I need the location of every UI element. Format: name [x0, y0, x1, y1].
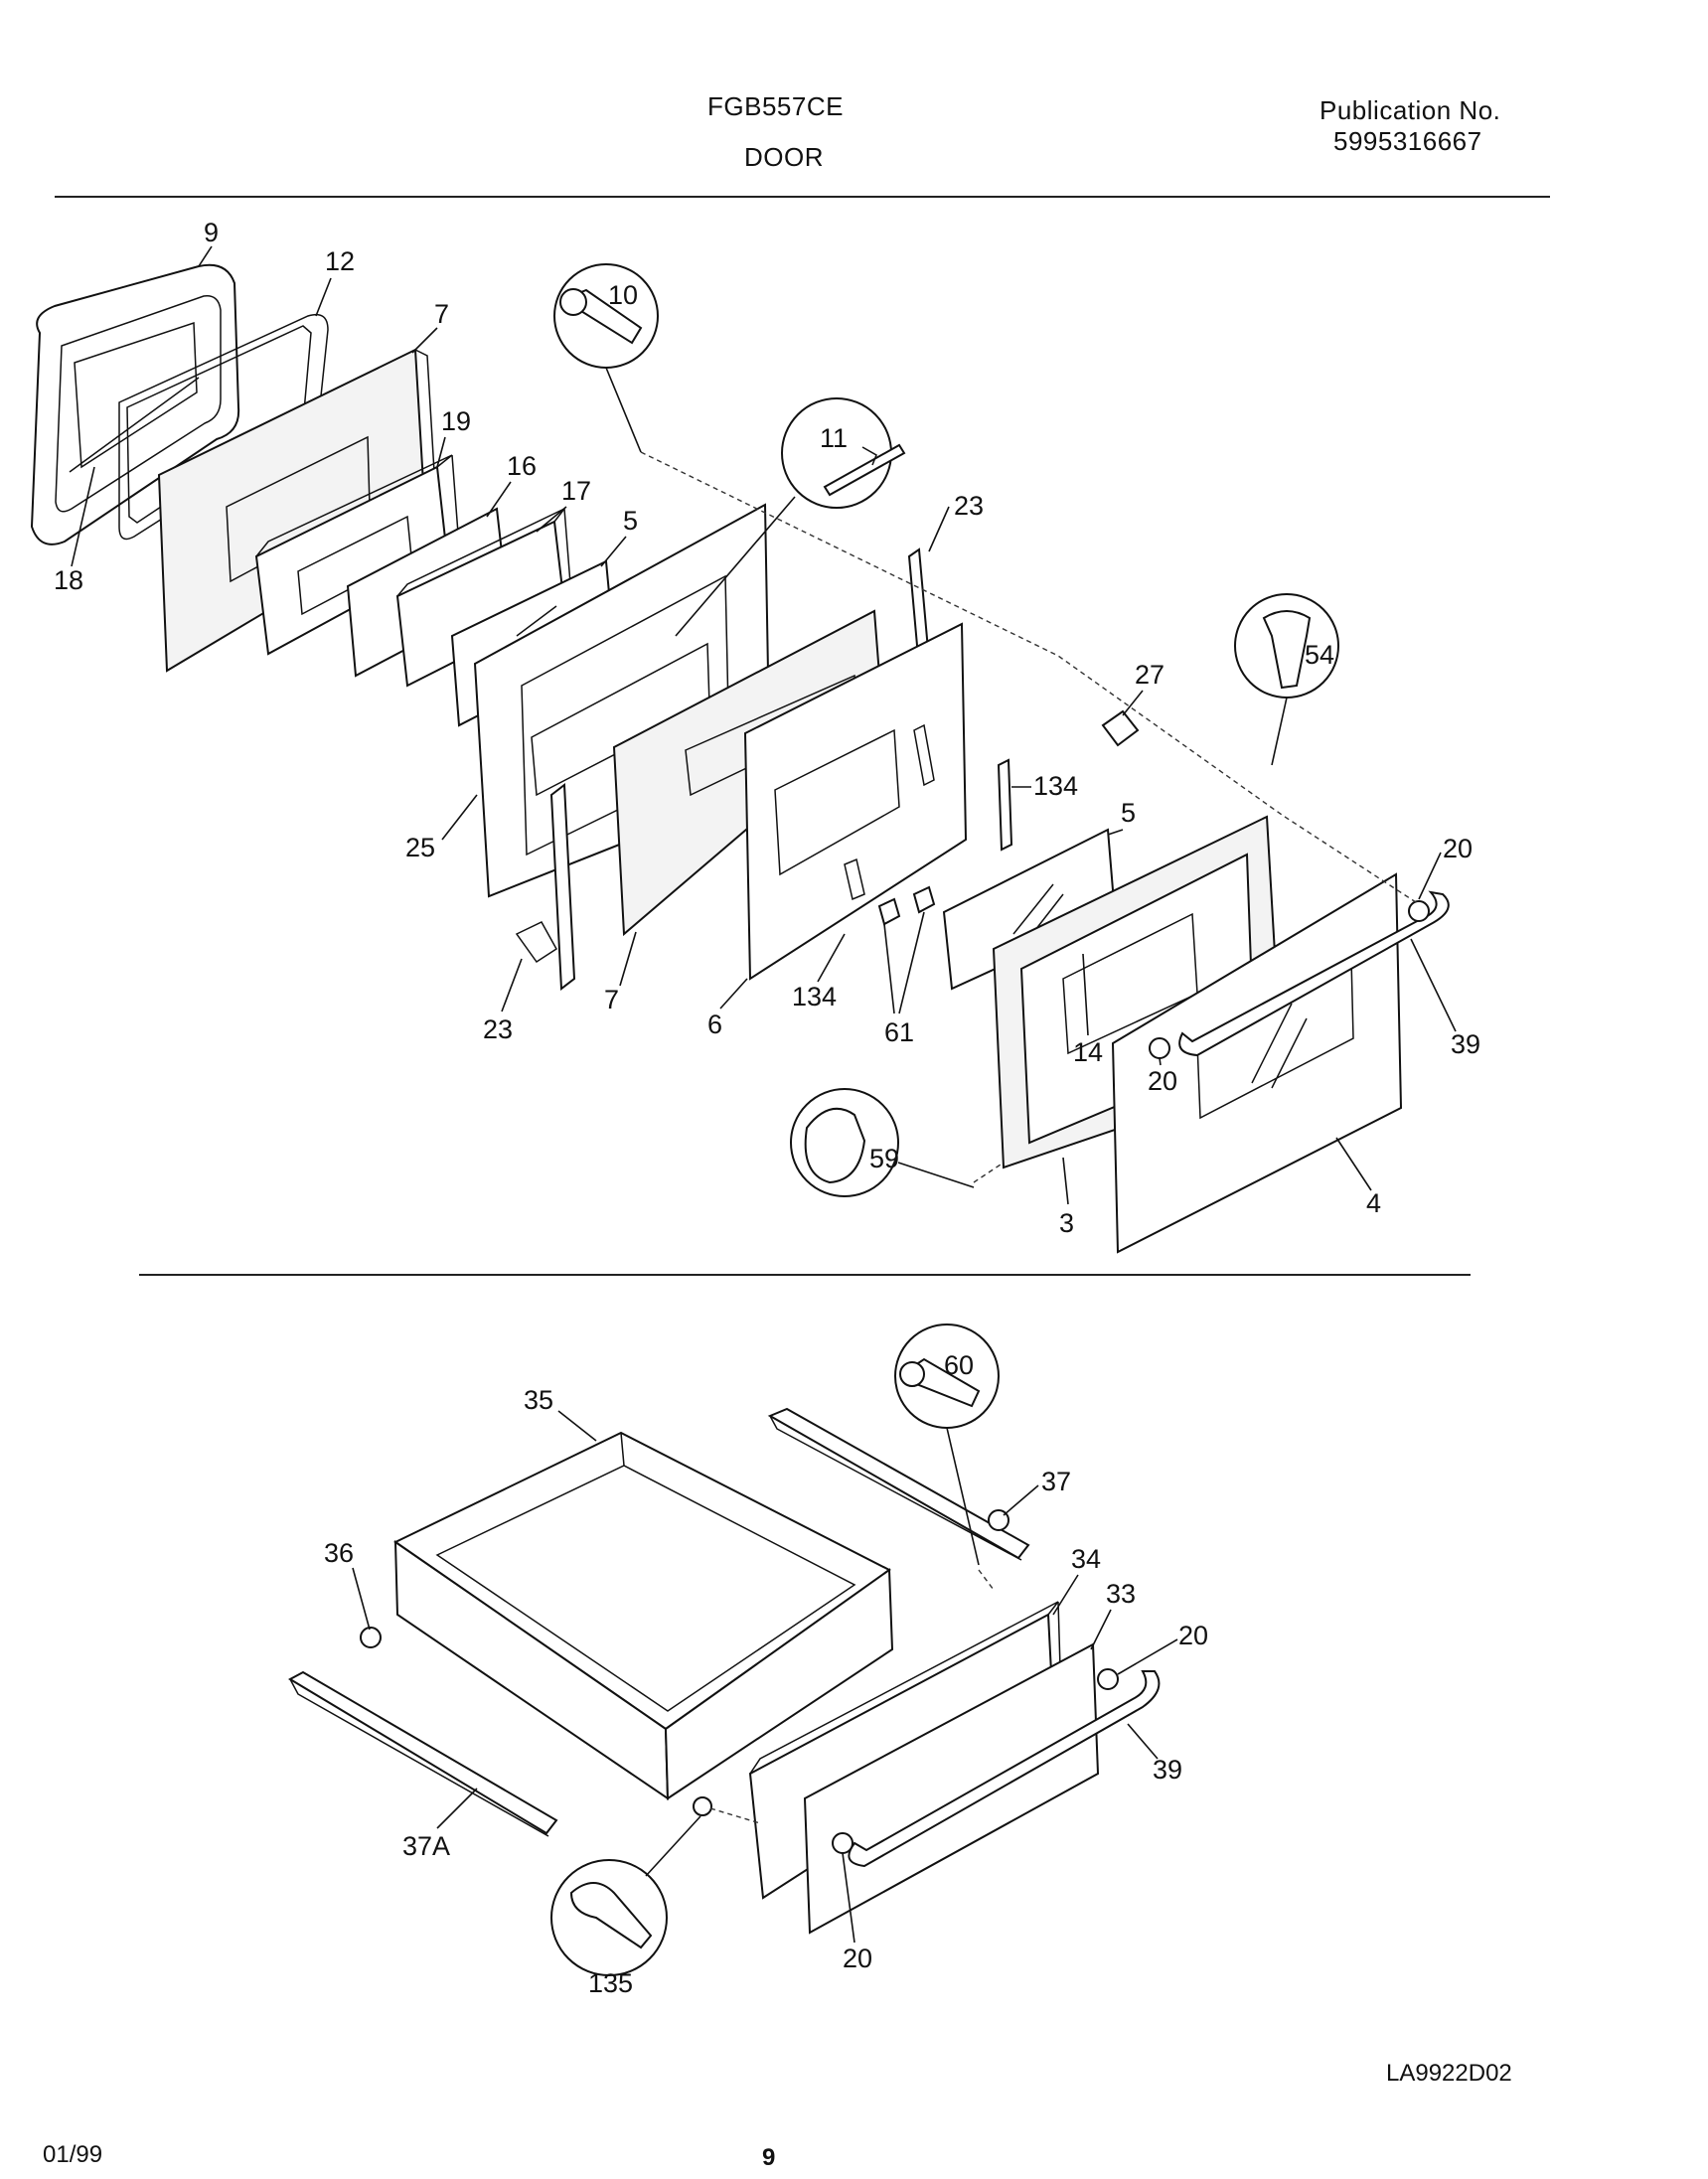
- callout-20-mid: 20: [1148, 1066, 1177, 1096]
- drawer-handle: [848, 1670, 1161, 1868]
- bracket-134: [997, 758, 1013, 852]
- callout-20-drawer-left: 20: [843, 1944, 872, 1973]
- callout-59: 59: [869, 1144, 899, 1173]
- detail-screw-60: [894, 1323, 1000, 1566]
- detail-bracket-11: [675, 397, 906, 637]
- section-title: DOOR: [744, 142, 824, 172]
- handle-endcap-right: [1408, 900, 1430, 922]
- callout-19: 19: [441, 406, 471, 436]
- oven-door-assembly: [30, 263, 1450, 1254]
- callout-35: 35: [524, 1385, 553, 1415]
- callout-12: 12: [325, 246, 355, 276]
- drawer-front-outer: [803, 1642, 1100, 1935]
- callout-60: 60: [944, 1350, 974, 1380]
- callout-39-top: 39: [1451, 1029, 1480, 1059]
- detail-screw-54: [1234, 593, 1339, 766]
- callout-10: 10: [608, 280, 638, 310]
- callout-23-right: 23: [954, 491, 984, 521]
- spacer-61b: [912, 885, 936, 914]
- callout-6: 6: [707, 1010, 722, 1039]
- drawer-slide-right: [767, 1407, 1030, 1560]
- publication-label: Publication No.: [1320, 95, 1501, 125]
- spacer-27: [1101, 709, 1140, 747]
- bumper-135-small: [693, 1796, 712, 1816]
- callout-27: 27: [1135, 660, 1165, 690]
- revision-date: 01/99: [43, 2141, 103, 2168]
- callout-134-top: 134: [1033, 771, 1078, 801]
- upper-callouts: 9 12 7 19 16 17 5 18 10 11 23 27 54 134 …: [54, 218, 1480, 1238]
- drawer-wheel: [360, 1627, 382, 1648]
- callout-18: 18: [54, 565, 83, 595]
- header-divider: [55, 196, 1550, 198]
- page-number: 9: [762, 2144, 776, 2171]
- drawer-handle-endcap-left: [832, 1832, 854, 1854]
- hinge-left: [549, 783, 576, 991]
- callout-34: 34: [1071, 1544, 1101, 1574]
- callout-4: 4: [1366, 1188, 1381, 1218]
- callout-37a: 37A: [402, 1831, 450, 1861]
- callout-5-front: 5: [1121, 798, 1136, 828]
- detail-screw-10: [553, 263, 659, 453]
- drawer-assembly: [287, 1323, 1161, 1976]
- detail-bumper-59: [790, 1088, 975, 1197]
- inner-door-panel: [743, 622, 968, 981]
- callout-33: 33: [1106, 1579, 1136, 1609]
- callout-5-rear: 5: [623, 506, 638, 536]
- callout-7-rear: 7: [434, 299, 449, 329]
- door-handle: [1178, 890, 1450, 1057]
- drawer-handle-endcap-right: [1097, 1668, 1119, 1690]
- handle-endcap-left: [1149, 1037, 1170, 1059]
- lower-callouts: 35 60 37 36 34 33 20 39 37A 20 135: [324, 1350, 1208, 1998]
- callout-9: 9: [204, 218, 219, 247]
- callout-17: 17: [561, 476, 591, 506]
- callout-61: 61: [884, 1017, 914, 1047]
- model-number: FGB557CE: [707, 91, 844, 121]
- section-divider: [139, 1274, 1471, 1276]
- upper-leader-lines: [71, 245, 1457, 1205]
- callout-16: 16: [507, 451, 537, 481]
- spacer-61a: [877, 897, 901, 926]
- detail-bumper-135: [550, 1815, 701, 1976]
- callout-25: 25: [405, 833, 435, 862]
- door-gasket-frame: [30, 263, 240, 545]
- callout-23-left: 23: [483, 1014, 513, 1044]
- publication-number: 5995316667: [1333, 126, 1482, 156]
- callout-36: 36: [324, 1538, 354, 1568]
- callout-39-drawer: 39: [1153, 1755, 1182, 1785]
- lower-leader-lines: [352, 1410, 1178, 1944]
- drawer-slide-left: [287, 1670, 558, 1835]
- callout-20-top: 20: [1443, 834, 1473, 863]
- callout-135: 135: [588, 1968, 633, 1998]
- callout-20-drawer-right: 20: [1178, 1621, 1208, 1650]
- callout-3: 3: [1059, 1208, 1074, 1238]
- callout-11: 11: [820, 423, 848, 453]
- callout-14: 14: [1073, 1037, 1103, 1067]
- drawer-box: [393, 1431, 894, 1800]
- callout-134-bottom: 134: [792, 982, 837, 1012]
- callout-54: 54: [1305, 640, 1334, 670]
- diagram-code: LA9922D02: [1386, 2060, 1512, 2087]
- callout-7-front: 7: [604, 985, 619, 1014]
- callout-37: 37: [1041, 1467, 1071, 1496]
